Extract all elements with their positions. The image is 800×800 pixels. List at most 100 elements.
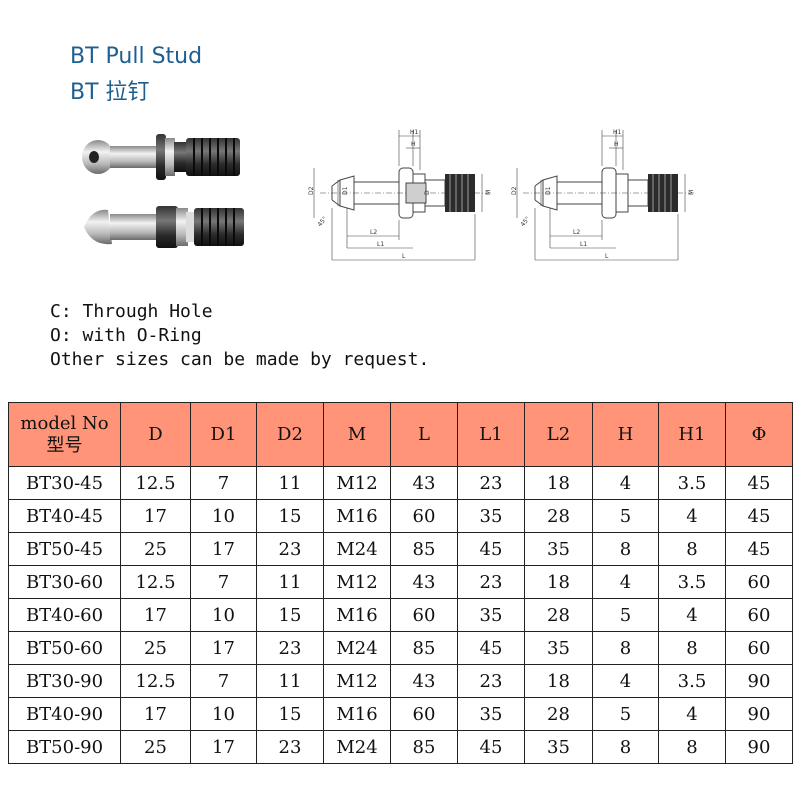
table-cell: 11 [256,664,324,698]
table-cell: 10 [190,499,257,533]
header-model-en: model No [20,412,109,434]
table-cell: BT50-60 [8,631,121,665]
table-cell: 3.5 [658,466,726,500]
table-cell: 4 [658,598,726,632]
table-cell: 43 [390,565,458,599]
header-d2: D2 [256,402,324,467]
table-cell: 25 [120,631,191,665]
table-cell: BT30-45 [8,466,121,500]
table-cell: 43 [390,466,458,500]
table-cell: 15 [256,499,324,533]
table-cell: 35 [457,697,525,731]
table-cell: BT50-45 [8,532,121,566]
table-cell: 85 [390,631,458,665]
table-header-row: model No 型号 D D1 D2 M L L1 L2 H H1 Φ [8,402,793,467]
label-M: M [485,190,492,195]
table-cell: 8 [658,631,726,665]
table-cell: 7 [190,565,257,599]
table-cell: 45 [457,631,525,665]
table-cell: 15 [256,697,324,731]
table-cell: 7 [190,466,257,500]
table-cell: 60 [725,565,793,599]
table-cell: M12 [323,466,391,500]
label-D1: D1 [342,186,349,195]
table-cell: 60 [390,499,458,533]
page-title: BT Pull Stud [70,44,203,69]
table-cell: 17 [190,532,257,566]
table-cell: 4 [592,565,659,599]
table-cell: 60 [390,697,458,731]
table-cell: M24 [323,730,391,764]
table-cell: 25 [120,730,191,764]
table-cell: BT40-90 [8,697,121,731]
technical-drawing-o-ring: D2 D1 M H1 H L2 L1 L 45° [511,129,695,261]
table-cell: 12.5 [120,466,191,500]
table-cell: 23 [457,565,525,599]
table-cell: 45 [725,532,793,566]
table-cell: 8 [592,730,659,764]
table-cell: 5 [592,697,659,731]
table-cell: BT30-60 [8,565,121,599]
table-cell: M16 [323,598,391,632]
table-cell: 45 [725,499,793,533]
header-l2: L2 [524,402,593,467]
table-cell: M24 [323,631,391,665]
table-cell: 23 [256,631,324,665]
header-h: H [592,402,659,467]
table-cell: 11 [256,565,324,599]
label-angle: 45° [519,215,531,228]
table-cell: 5 [592,598,659,632]
label-angle: 45° [316,215,328,228]
table-cell: 35 [457,598,525,632]
table-cell: 23 [256,532,324,566]
table-cell: 4 [592,664,659,698]
note-custom-sizes: Other sizes can be made by request. [50,349,430,370]
label-L: L [605,253,609,260]
header-h1: H1 [658,402,726,467]
table-cell: BT40-45 [8,499,121,533]
label-D1: D1 [545,186,552,195]
header-phi: Φ [725,402,793,467]
header-l1: L1 [457,402,525,467]
label-H: H [411,141,416,148]
table-cell: BT40-60 [8,598,121,632]
table-cell: 23 [457,466,525,500]
header-d: D [120,402,191,467]
table-cell: 12.5 [120,565,191,599]
table-cell: 18 [524,664,593,698]
table-cell: 8 [658,730,726,764]
table-cell: 25 [120,532,191,566]
table-cell: 28 [524,499,593,533]
table-cell: 45 [457,532,525,566]
label-L1: L1 [377,241,384,248]
table-cell: 23 [256,730,324,764]
note-o-ring: O: with O-Ring [50,325,202,346]
table-cell: 28 [524,598,593,632]
label-M: M [688,190,695,195]
table-cell: 15 [256,598,324,632]
table-cell: 4 [658,499,726,533]
label-H: H [614,141,619,148]
table-cell: 85 [390,532,458,566]
table-cell: 5 [592,499,659,533]
table-cell: 85 [390,730,458,764]
table-cell: 18 [524,466,593,500]
table-cell: 35 [524,532,593,566]
label-D2: D2 [308,186,315,195]
table-cell: 90 [725,697,793,731]
table-cell: 12.5 [120,664,191,698]
label-L2: L2 [573,229,580,236]
table-cell: 90 [725,664,793,698]
table-cell: 3.5 [658,664,726,698]
table-cell: 11 [256,466,324,500]
table-cell: 4 [658,697,726,731]
table-cell: BT30-90 [8,664,121,698]
spec-table: model No 型号 D D1 D2 M L L1 L2 H H1 Φ BT3… [8,402,793,764]
